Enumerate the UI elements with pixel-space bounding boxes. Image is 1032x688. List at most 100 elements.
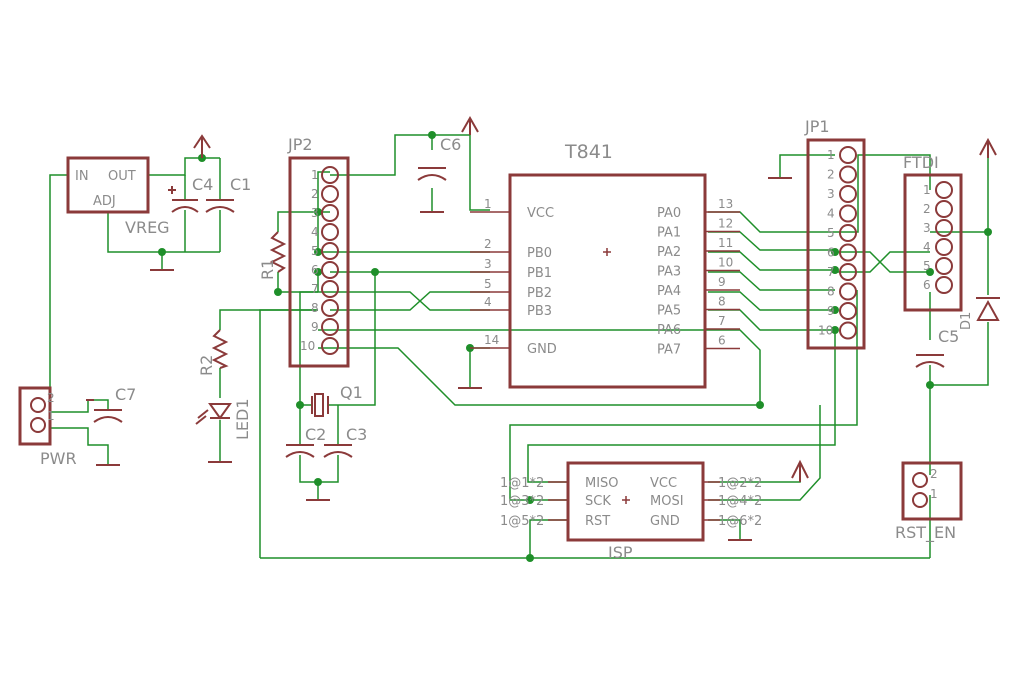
jp2-pin xyxy=(321,166,339,184)
jp1-pin-number: 6 xyxy=(827,246,835,260)
vreg-adj-label: ADJ xyxy=(93,194,116,209)
t841-pin-name: PB2 xyxy=(527,286,552,301)
jp1-pin xyxy=(839,204,857,223)
t841-pin-number: 11 xyxy=(718,236,733,250)
t841-pin-name: PA2 xyxy=(657,245,681,260)
rst-en-name: RST_EN xyxy=(895,523,956,543)
jp1-pin-number: 9 xyxy=(827,304,835,318)
c1-label: C1 xyxy=(230,175,251,194)
jp2-pin xyxy=(321,280,339,298)
isp-pin-name: SCK xyxy=(585,494,611,509)
jp1-name: JP1 xyxy=(804,117,830,136)
jp2-pin xyxy=(321,204,339,222)
jp1-pin-number: 2 xyxy=(827,168,835,182)
isp-pin-name: GND xyxy=(650,514,680,529)
isp-pin-name: VCC xyxy=(650,476,677,491)
vcc-arrow-icon xyxy=(193,134,211,158)
led1-diode: LED1 xyxy=(195,398,252,440)
ftdi-pin xyxy=(935,219,953,237)
ftdi-pin xyxy=(935,238,953,256)
isp-pin-number: 1@3*2 xyxy=(500,494,544,509)
jp1-pin-number: 7 xyxy=(827,265,835,279)
c2-capacitor: C2 xyxy=(285,425,326,458)
ftdi-pin xyxy=(935,200,953,218)
r1-resistor: R1 xyxy=(258,231,287,280)
t841-pin-number: 12 xyxy=(718,217,733,231)
isp-pin-name: MOSI xyxy=(650,494,684,509)
t841-pin-name: PA5 xyxy=(657,304,681,319)
jp2-pin xyxy=(321,242,339,260)
rst-en-pin-2: 2 xyxy=(930,467,938,481)
t841-pin-name: PA4 xyxy=(657,284,681,299)
pwr-name: PWR xyxy=(40,449,77,468)
ftdi-pin-number: 2 xyxy=(923,202,931,216)
c7-capacitor: C7 xyxy=(86,385,136,423)
jp2-pin-number: 7 xyxy=(311,282,319,296)
jp1-pin xyxy=(839,185,857,203)
isp-pin-number: 1@1*2 xyxy=(500,476,544,491)
isp-pin-number: 1@2*2 xyxy=(718,476,762,491)
isp-pin-number: 1@5*2 xyxy=(500,514,544,529)
jp2-pin-number: 10 xyxy=(300,339,315,353)
isp-pin-name: RST xyxy=(585,514,610,529)
jp2-pin-number: 8 xyxy=(311,301,319,315)
jp1-pin xyxy=(839,224,857,242)
d1-label: D1 xyxy=(959,312,974,330)
jp2-name: JP2 xyxy=(287,135,313,154)
c7-label: C7 xyxy=(115,385,136,404)
jp1-pin xyxy=(839,263,857,281)
jp2-pin-number: 9 xyxy=(311,320,319,334)
ftdi-pin-number: 4 xyxy=(923,240,931,254)
ftdi-name: FTDI xyxy=(903,153,939,172)
vcc-arrow-icon xyxy=(979,137,997,158)
jp1-pin-number: 3 xyxy=(827,187,835,201)
vreg-name: VREG xyxy=(125,218,170,237)
t841-pin-name: GND xyxy=(527,342,557,357)
t841-pin-name: VCC xyxy=(527,206,554,221)
jp1-pin xyxy=(839,243,857,262)
vreg-in-label: IN xyxy=(75,169,89,184)
t841-pin-name: PA3 xyxy=(657,265,681,280)
t841-pin-number: 9 xyxy=(718,275,726,289)
q1-label: Q1 xyxy=(340,383,363,402)
led1-label: LED1 xyxy=(233,398,252,440)
t841-pin-number: 7 xyxy=(718,314,726,328)
jp1-pin xyxy=(839,146,857,164)
jp2-pin xyxy=(321,337,339,355)
c4-capacitor: C4 xyxy=(168,175,213,213)
wires xyxy=(49,134,989,559)
pwr-connector: 2 1 PWR xyxy=(18,386,77,468)
vcc-arrow-icon xyxy=(461,115,479,135)
r1-label: R1 xyxy=(258,259,277,280)
t841-pin-number: 14 xyxy=(484,333,499,347)
jp1-pin-number: 1 xyxy=(827,148,835,162)
jp1-pin xyxy=(839,321,857,340)
t841-pin-name: PA6 xyxy=(657,323,681,338)
t841-pin-name: PB0 xyxy=(527,246,552,261)
t841-pin-name: PA0 xyxy=(657,206,681,221)
t841-pin-number: 1 xyxy=(484,197,492,211)
ftdi-pin-number: 5 xyxy=(923,259,931,273)
t841-pin-number: 6 xyxy=(718,334,726,348)
t841-pin-name: PB3 xyxy=(527,304,552,319)
junctions xyxy=(158,131,992,562)
jp1-pin-number: 8 xyxy=(827,285,835,299)
ftdi-pin xyxy=(935,276,953,294)
c5-capacitor: C5 xyxy=(915,327,959,368)
c3-capacitor: C3 xyxy=(323,425,367,458)
c6-capacitor: C6 xyxy=(417,135,461,181)
jp2-pin-number: 4 xyxy=(311,225,319,239)
jp1-pin-number: 5 xyxy=(827,226,835,240)
vcc-arrow-icon xyxy=(791,459,809,482)
jp2-pin xyxy=(321,261,339,279)
t841-pin-number: 5 xyxy=(484,277,492,291)
jp1-pin-number: 10 xyxy=(818,324,833,338)
t841-pin-name: PA7 xyxy=(657,343,681,358)
jp2-pin-number: 6 xyxy=(311,263,319,277)
isp-pin-name: MISO xyxy=(585,476,619,491)
jp2-pin xyxy=(321,223,339,241)
